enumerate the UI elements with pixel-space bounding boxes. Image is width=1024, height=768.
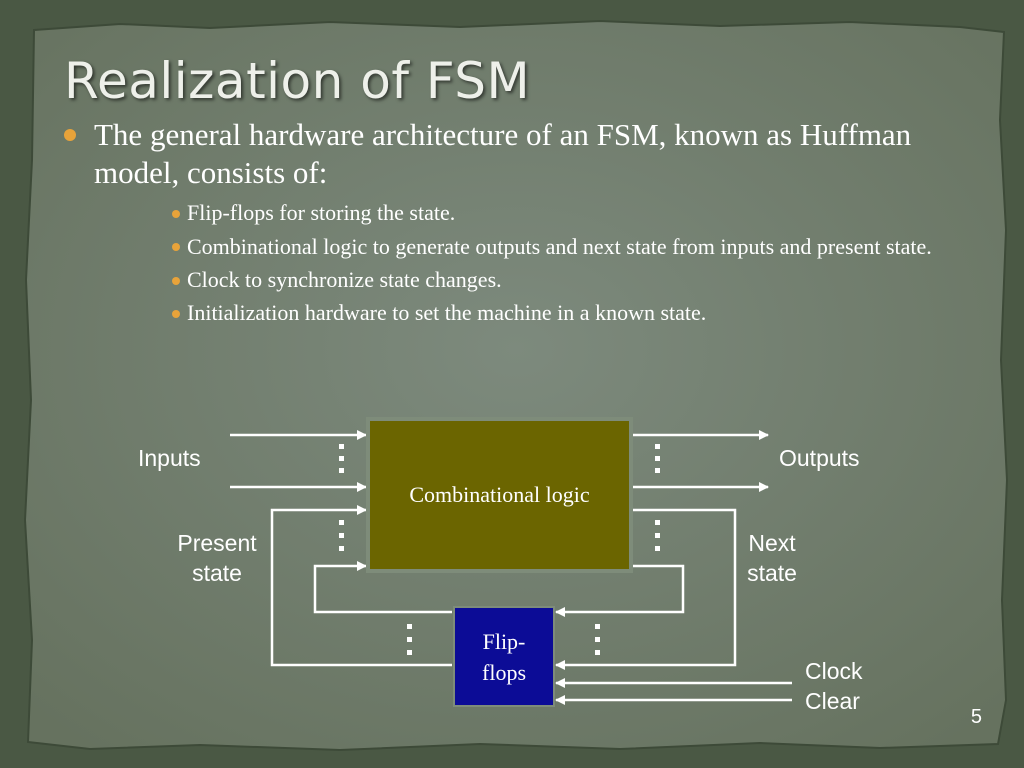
sub-bullet-list: Flip-flops for storing the state. Combin… (172, 198, 972, 328)
flip-flops-label: Flip- flops (454, 626, 554, 688)
sub-bullet-text: Initialization hardware to set the machi… (187, 300, 707, 325)
next-state-label: Next state (740, 528, 804, 588)
bullet-list: The general hardware architecture of an … (64, 116, 964, 331)
flip-flops-label-line1: Flip- (482, 629, 526, 654)
clear-label: Clear (805, 688, 860, 714)
flip-flops-block (453, 606, 555, 707)
clock-label: Clock (805, 658, 863, 684)
present-state-line1: Present (177, 530, 257, 556)
sub-bullet-item: Clock to synchronize state changes. (172, 265, 972, 295)
outputs-label: Outputs (779, 445, 860, 471)
intro-bullet: The general hardware architecture of an … (64, 116, 964, 328)
bullet-dot-icon (172, 210, 180, 218)
flip-flops-label-line2: flops (482, 660, 526, 685)
sub-bullet-text: Flip-flops for storing the state. (187, 200, 456, 225)
present-state-path-outer (270, 505, 452, 667)
bus-ellipsis-dots (339, 444, 660, 655)
sub-bullet-text: Clock to synchronize state changes. (187, 267, 502, 292)
next-state-line2: state (747, 560, 797, 586)
next-state-path-inner (555, 564, 685, 617)
sub-bullet-item: Combinational logic to generate outputs … (172, 231, 972, 262)
bullet-dot-icon (172, 310, 180, 318)
page-number: 5 (970, 706, 982, 728)
bullet-dot-icon (64, 129, 76, 141)
combinational-logic-block (366, 417, 633, 573)
next-state-line1: Next (748, 530, 796, 556)
combinational-logic-label: Combinational logic (409, 482, 590, 507)
present-state-line2: state (192, 560, 242, 586)
next-state-path-outer (555, 508, 737, 670)
slide-title: Realization of FSM (64, 52, 531, 110)
intro-text: The general hardware architecture of an … (94, 117, 912, 190)
sub-bullet-item: Flip-flops for storing the state. (172, 198, 972, 228)
bullet-dot-icon (172, 277, 180, 285)
sub-bullet-item: Initialization hardware to set the machi… (172, 298, 972, 328)
bullet-dot-icon (172, 243, 180, 251)
sub-bullet-text: Combinational logic to generate outputs … (187, 234, 932, 259)
present-state-label: Present state (172, 528, 262, 588)
inputs-label: Inputs (138, 445, 201, 471)
present-state-path-inner (313, 561, 452, 614)
